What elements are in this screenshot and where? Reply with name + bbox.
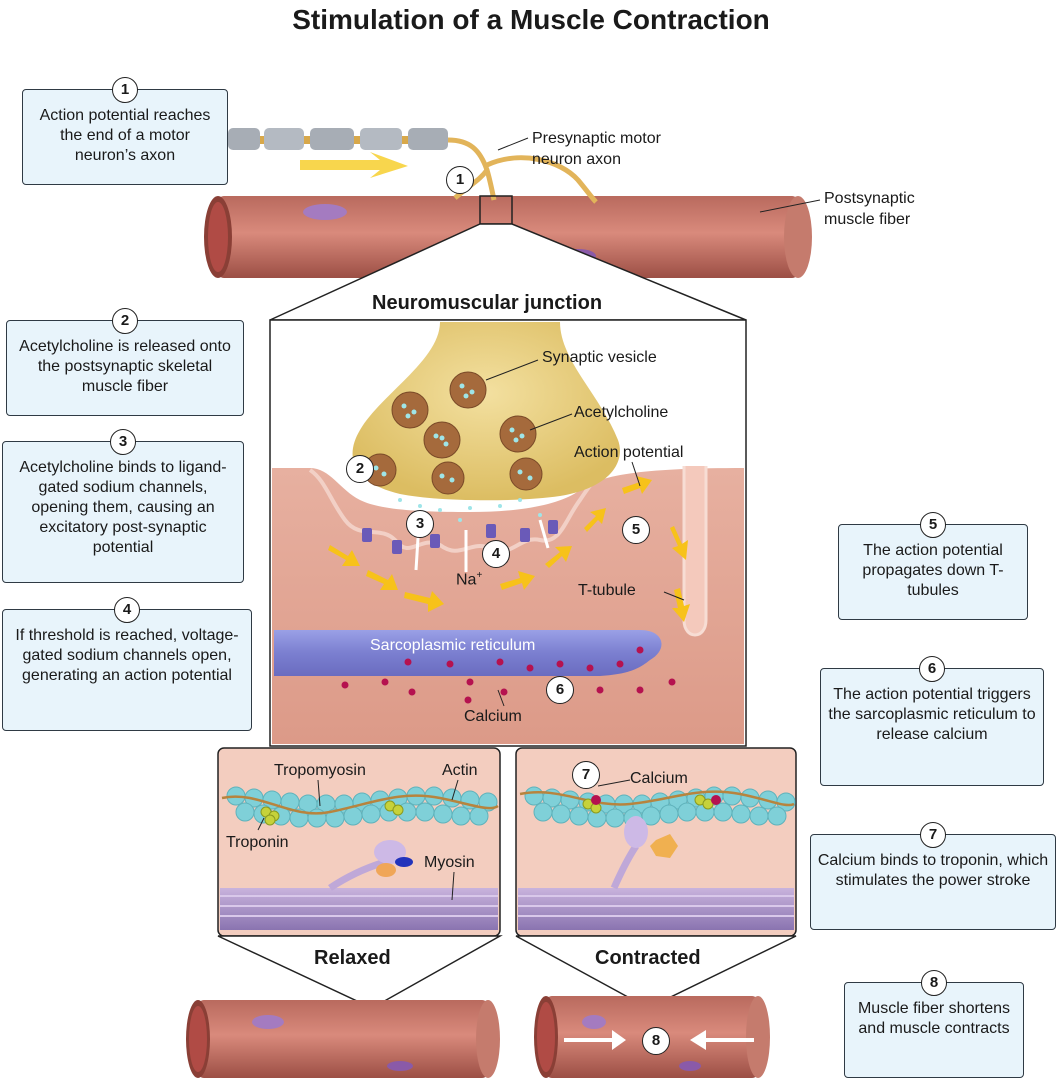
badge-1: 1 — [446, 166, 474, 194]
step-number: 6 — [919, 656, 945, 682]
myosin-relaxed — [220, 840, 498, 930]
nmj-panel — [269, 319, 747, 747]
synaptic-vesicles — [363, 371, 543, 495]
badge-5: 5 — [622, 516, 650, 544]
step-box-5: 5 The action potential propagates down T… — [838, 512, 1028, 620]
badge-2: 2 — [346, 455, 374, 483]
label-tropomyosin: Tropomyosin — [274, 762, 366, 779]
step-number: 7 — [920, 822, 946, 848]
label-calcium: Calcium — [464, 708, 522, 725]
label-t-tubule: T-tubule — [578, 582, 636, 599]
label-presynaptic: Presynaptic motor neuron axon — [532, 130, 661, 168]
motor-neuron-axon — [228, 128, 598, 204]
step-text: Muscle fiber shortens and muscle contrac… — [857, 1000, 1011, 1037]
badge-7: 7 — [572, 761, 600, 789]
step-number: 3 — [110, 429, 136, 455]
label-calcium-contracted: Calcium — [630, 770, 688, 787]
label-myosin: Myosin — [424, 854, 475, 871]
step-box-7: 7 Calcium binds to troponin, which stimu… — [810, 822, 1056, 930]
page-title: Stimulation of a Muscle Contraction — [292, 4, 770, 35]
step-box-8: 8 Muscle fiber shortens and muscle contr… — [844, 970, 1024, 1078]
step-text: Action potential reaches the end of a mo… — [39, 107, 211, 164]
nmj-header: Neuromuscular junction — [372, 292, 603, 314]
step-box-3: 3 Acetylcholine binds to ligand-gated so… — [2, 429, 244, 583]
label-actin: Actin — [442, 762, 478, 779]
label-sarcoplasmic-reticulum: Sarcoplasmic reticulum — [370, 637, 536, 654]
label-action-potential: Action potential — [574, 444, 684, 461]
step-number: 4 — [114, 597, 140, 623]
step-text: Calcium binds to troponin, which stimula… — [817, 852, 1049, 889]
step-text: Acetylcholine is released onto the posts… — [19, 338, 231, 395]
label-postsynaptic: Postsynaptic muscle fiber — [824, 190, 915, 228]
label-synaptic-vesicle: Synaptic vesicle — [542, 349, 657, 366]
action-potential-arrows — [328, 476, 690, 622]
step-text: The action potential propagates down T-t… — [862, 542, 1004, 599]
myosin-contracted — [518, 816, 794, 930]
step-text: The action potential triggers the sarcop… — [828, 686, 1036, 743]
step-box-6: 6 The action potential triggers the sarc… — [820, 656, 1044, 786]
step-box-4: 4 If threshold is reached, voltage-gated… — [2, 597, 252, 731]
step-number: 5 — [920, 512, 946, 538]
badge-4: 4 — [482, 540, 510, 568]
relaxed-header: Relaxed — [314, 947, 391, 969]
step-text: Acetylcholine binds to ligand-gated sodi… — [19, 459, 227, 556]
step-number: 1 — [112, 77, 138, 103]
label-acetylcholine: Acetylcholine — [574, 404, 669, 421]
badge-8: 8 — [642, 1027, 670, 1055]
badge-3: 3 — [406, 510, 434, 538]
label-troponin: Troponin — [226, 834, 289, 851]
badge-6: 6 — [546, 676, 574, 704]
step-number: 8 — [921, 970, 947, 996]
contracted-panel — [515, 747, 797, 937]
label-na: Na+ — [456, 570, 483, 589]
step-number: 2 — [112, 308, 138, 334]
step-box-2: 2 Acetylcholine is released onto the pos… — [6, 308, 244, 416]
step-text: If threshold is reached, voltage-gated s… — [15, 627, 239, 684]
calcium-dots — [341, 646, 676, 704]
bottom-fiber-relaxed — [186, 1000, 500, 1078]
step-box-1: 1 Action potential reaches the end of a … — [22, 77, 228, 185]
contracted-header: Contracted — [595, 947, 701, 969]
relaxed-panel — [217, 747, 501, 937]
